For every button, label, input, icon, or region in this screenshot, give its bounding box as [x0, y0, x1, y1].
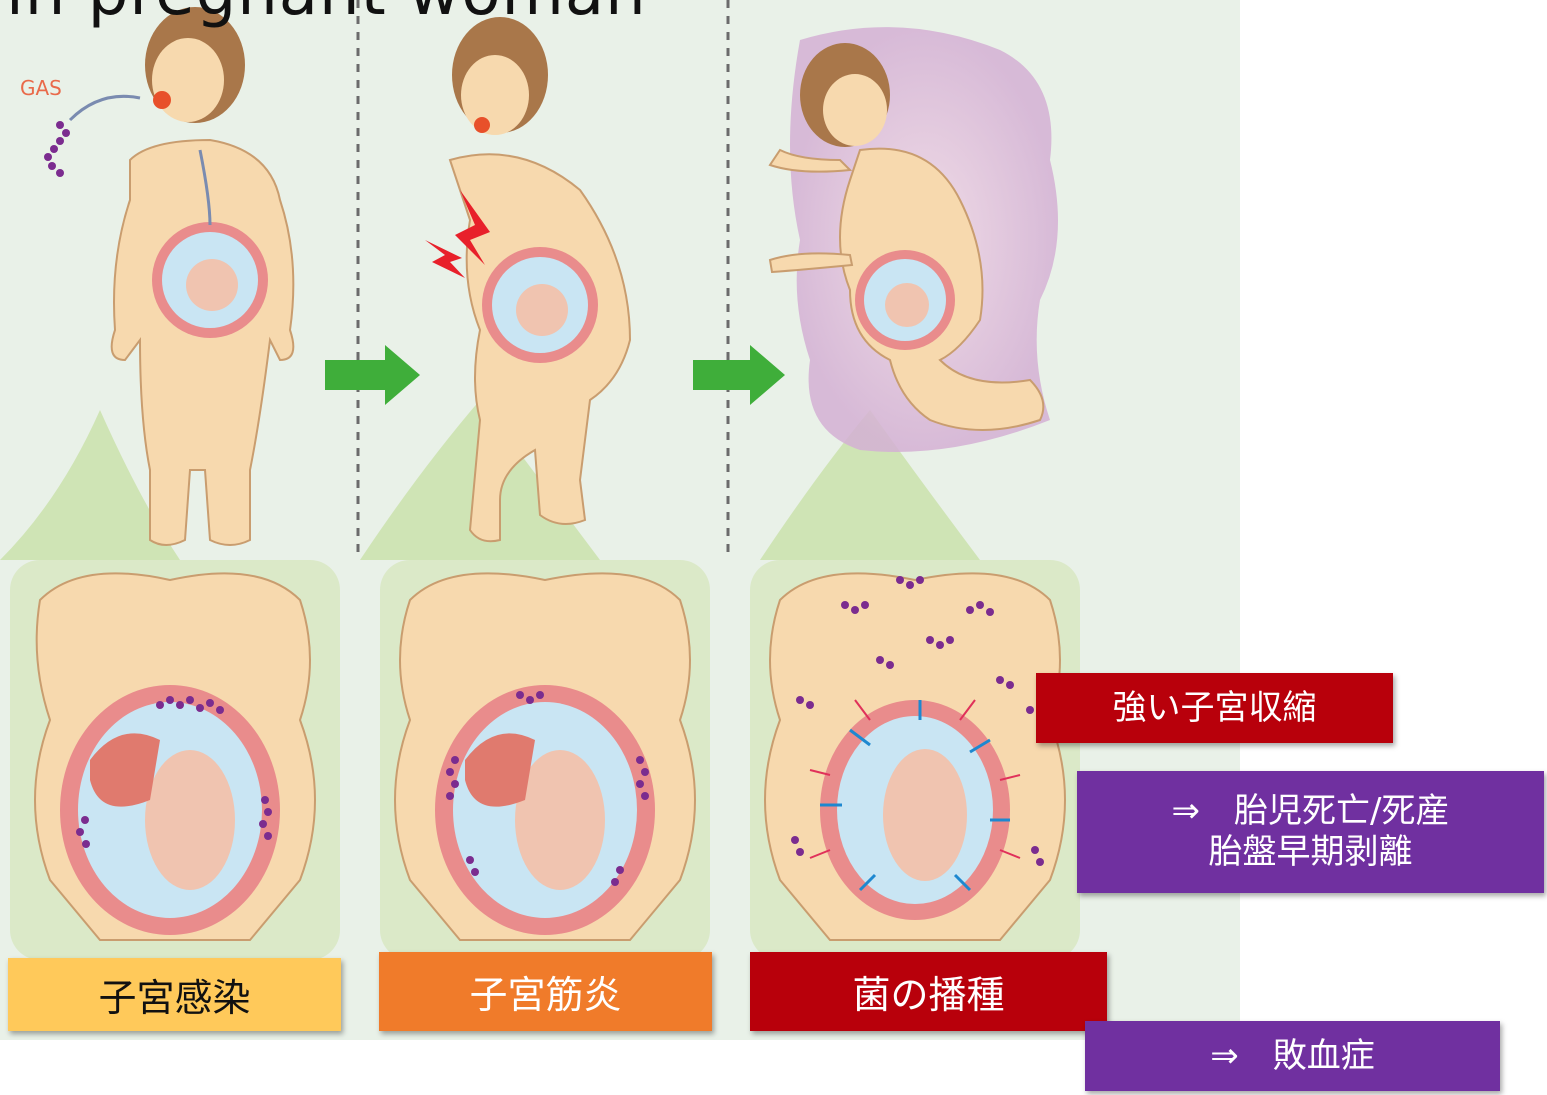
callout-fetal-death-text: ⇒ 胎児死亡/死産 [1172, 791, 1450, 832]
callout-placental-abruption-text: 胎盤早期剥離 [1209, 832, 1413, 873]
illustration-canvas [0, 0, 1240, 1040]
progress-arrow [325, 345, 420, 405]
slide-title: in pregnant woman [6, 0, 647, 30]
callout-strong-contraction-text: 強い子宮収縮 [1113, 688, 1317, 729]
callout-fetal-outcome: ⇒ 胎児死亡/死産 胎盤早期剥離 [1077, 771, 1544, 893]
callout-sepsis: ⇒ 敗血症 [1085, 1021, 1500, 1091]
caption-uterine-infection: 子宮感染 [8, 958, 341, 1031]
cross-section-stage2 [380, 560, 710, 960]
cross-section-stage3 [750, 560, 1080, 960]
figure-stage3 [770, 27, 1058, 452]
illustration [0, 0, 1240, 1040]
gas-label: GAS [20, 76, 62, 100]
caption-myometritis: 子宮筋炎 [379, 952, 712, 1031]
caption-bacterial-dissemination: 菌の播種 [750, 952, 1107, 1031]
callout-strong-contraction: 強い子宮収縮 [1036, 673, 1393, 743]
progress-arrow [693, 345, 785, 405]
cross-section-stage1 [10, 560, 340, 960]
callout-sepsis-text: ⇒ 敗血症 [1210, 1036, 1375, 1077]
